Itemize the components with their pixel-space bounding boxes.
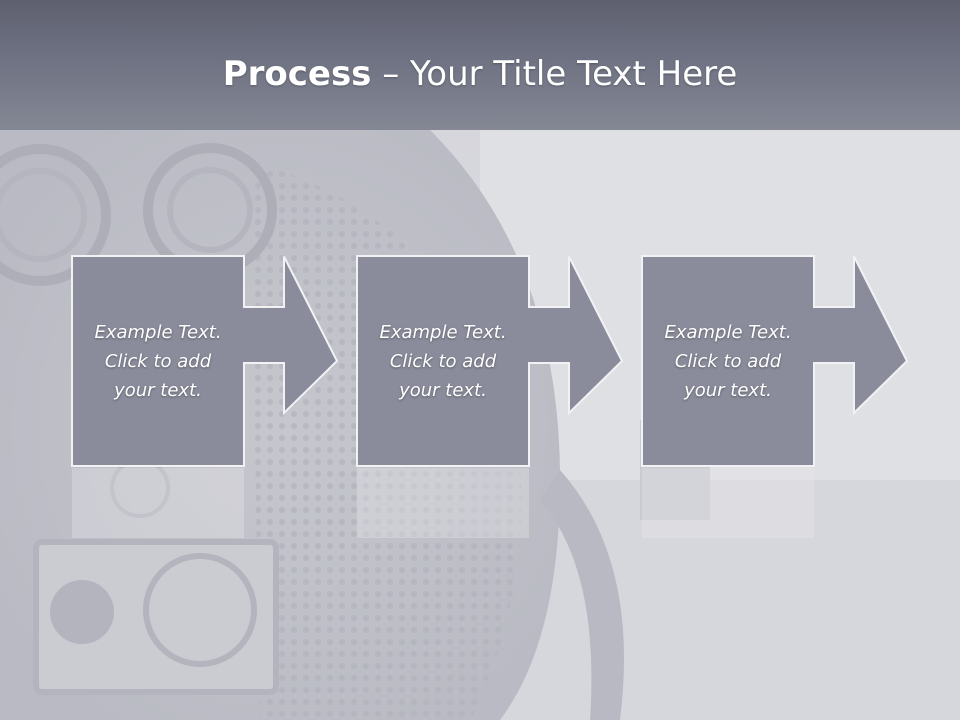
process-step-3[interactable]: Example Text. Click to add your text. xyxy=(641,255,911,467)
title-bold: Process xyxy=(222,54,372,94)
process-step-2[interactable]: Example Text. Click to add your text. xyxy=(356,255,626,467)
step-reflection xyxy=(71,468,341,538)
step-arrow-shape xyxy=(71,255,339,467)
title-bar xyxy=(0,0,960,130)
step-arrow-shape xyxy=(641,255,909,467)
step-reflection xyxy=(356,468,626,538)
process-step-1[interactable]: Example Text. Click to add your text. xyxy=(71,255,341,467)
step-reflection xyxy=(641,468,911,538)
step-text[interactable]: Example Text. Click to add your text. xyxy=(379,321,507,401)
slide-title[interactable]: Process – Your Title Text Here xyxy=(0,52,960,96)
step-text[interactable]: Example Text. Click to add your text. xyxy=(94,321,222,401)
title-rest: – Your Title Text Here xyxy=(371,54,738,94)
step-text[interactable]: Example Text. Click to add your text. xyxy=(664,321,792,401)
step-arrow-shape xyxy=(356,255,624,467)
